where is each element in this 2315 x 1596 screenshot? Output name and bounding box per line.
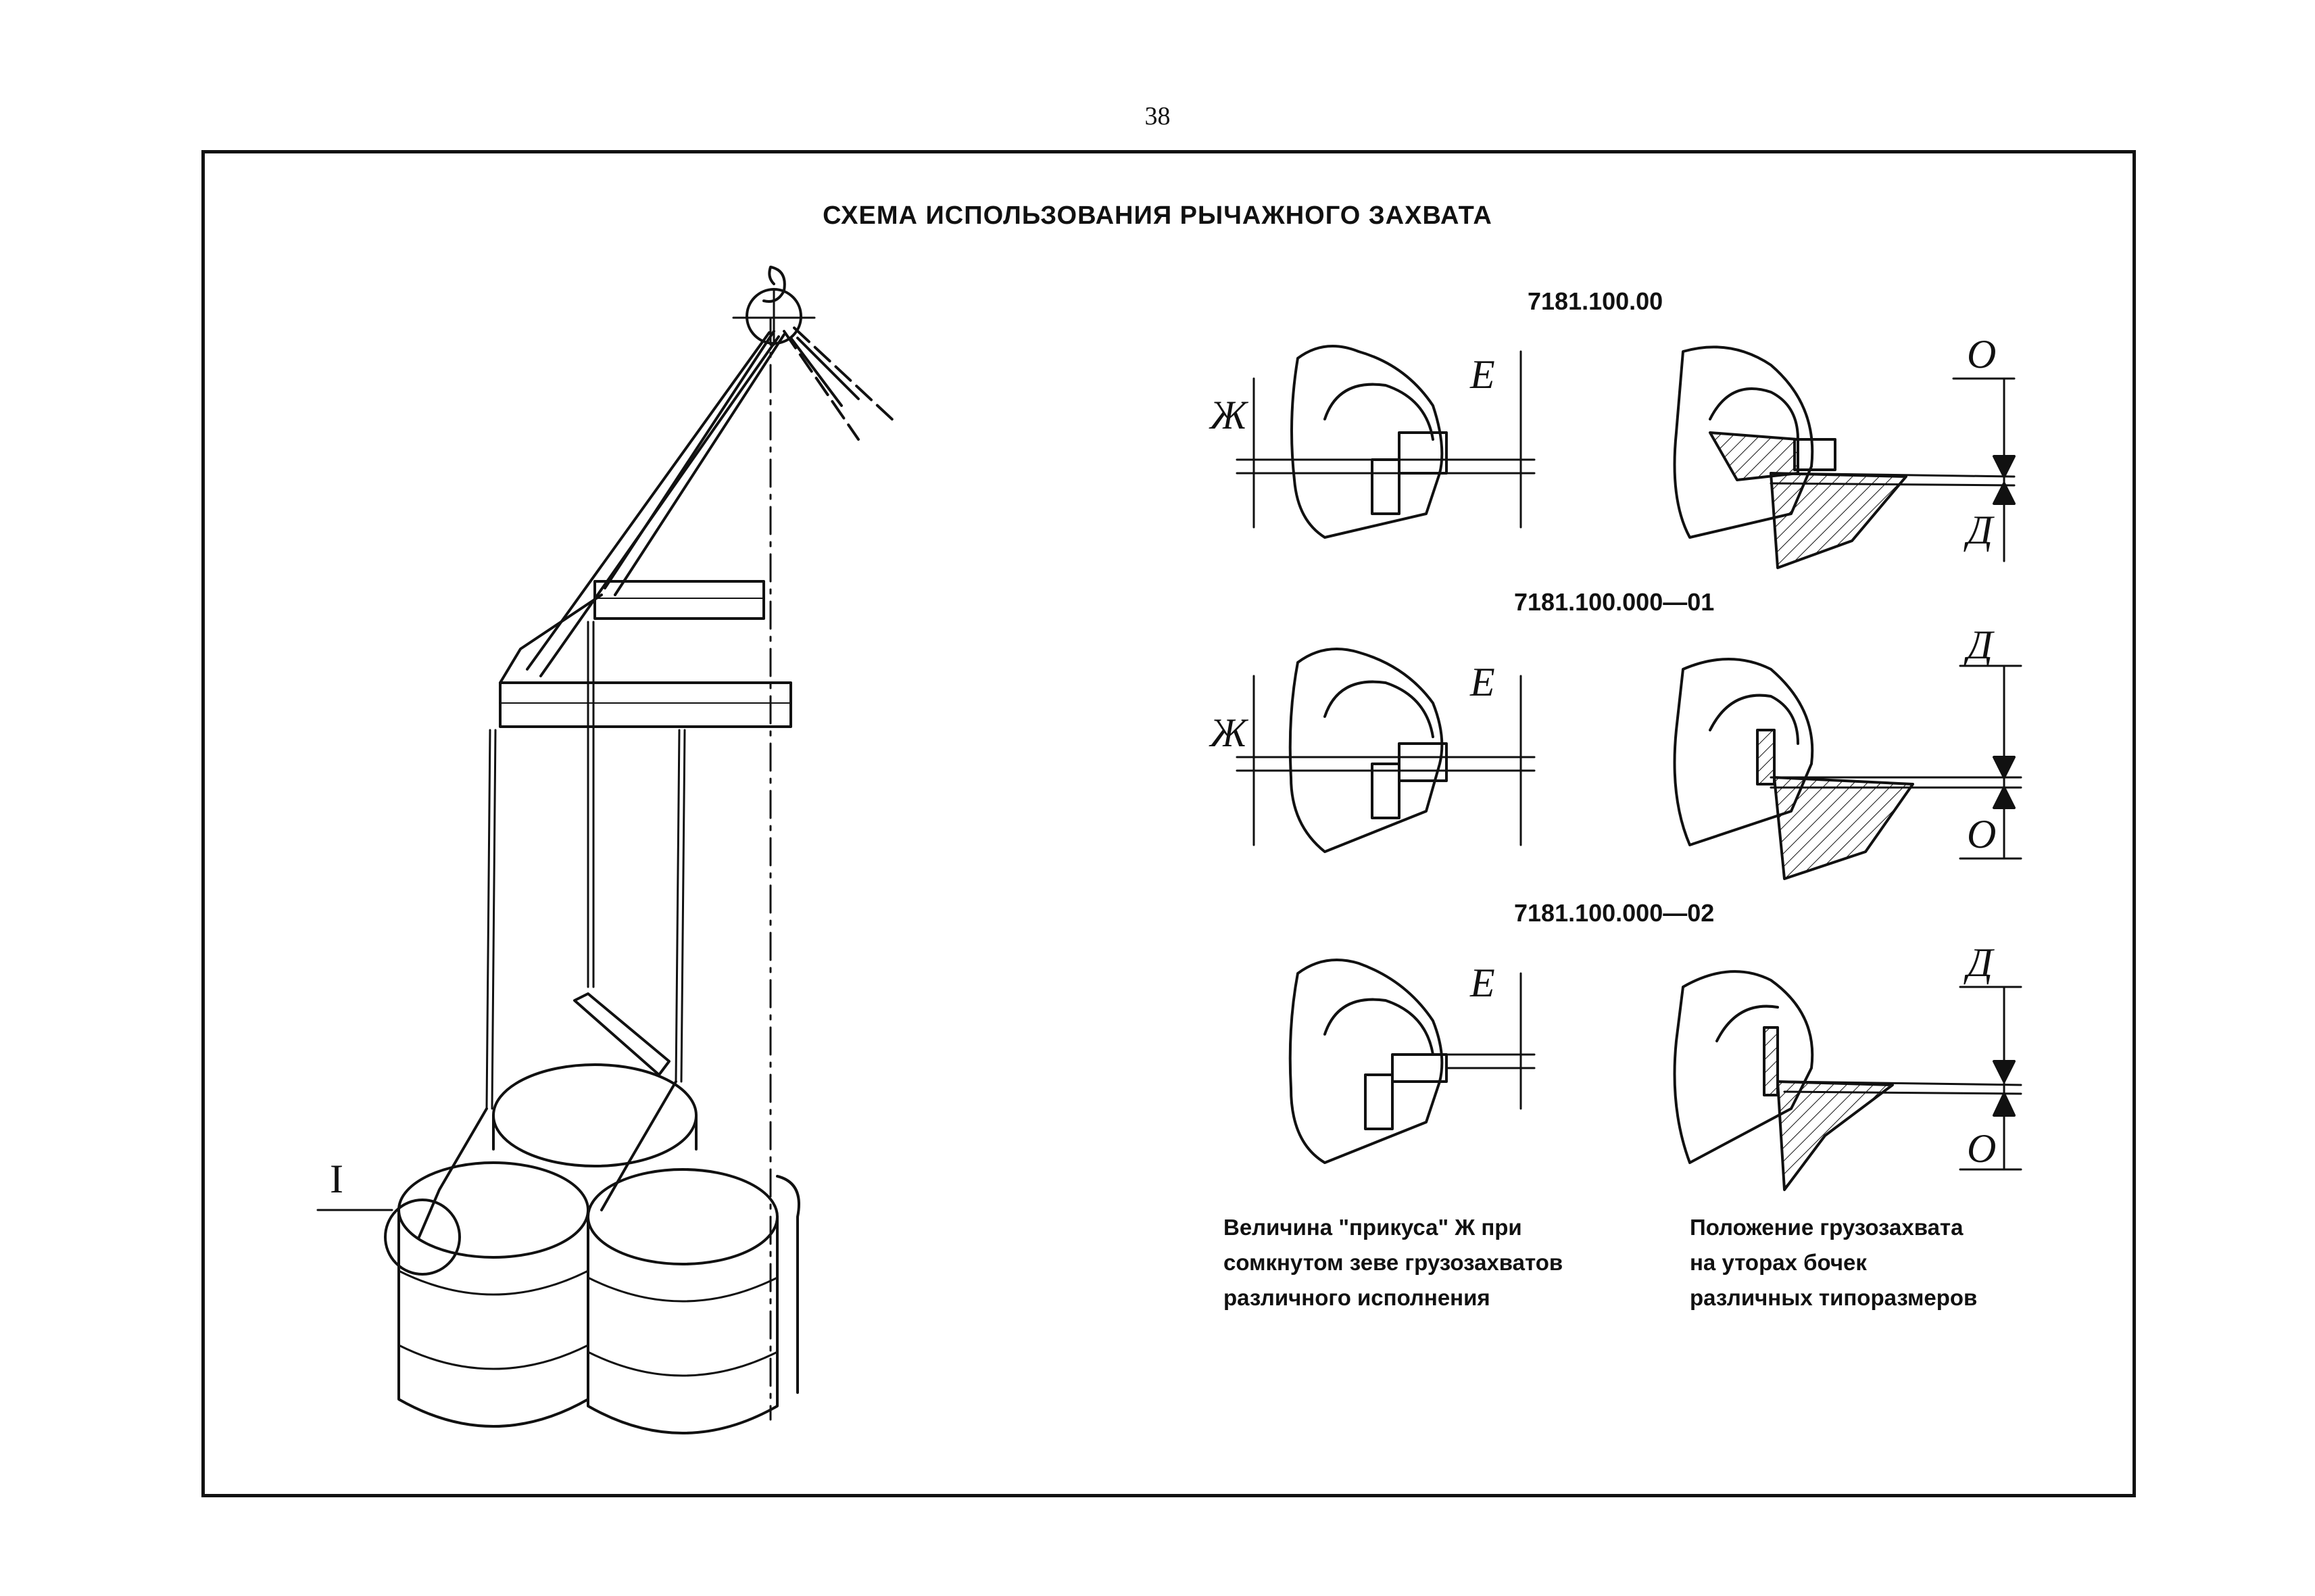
barrel-rim-position-detail-3 — [1673, 970, 2022, 1191]
caption-grab-position: Положение грузозахвата на уторах бочек р… — [1690, 1215, 1978, 1310]
detail-row-1 — [1236, 345, 2016, 569]
dim-o-1: О — [1967, 332, 1997, 377]
variant-label-3: 7181.100.000—02 — [1514, 899, 1715, 927]
dim-e-3: Е — [1470, 961, 1495, 1005]
dim-e-1: Е — [1470, 352, 1495, 397]
dim-d-1: Д — [1967, 508, 1993, 552]
spreader-beam — [499, 580, 792, 728]
detail-callout — [316, 1199, 461, 1276]
sling-chain — [526, 327, 897, 677]
variant-label-2: 7181.100.000—01 — [1514, 588, 1715, 616]
diagram-title: СХЕМА ИСПОЛЬЗОВАНИЯ РЫЧАЖНОГО ЗАХВАТА — [823, 201, 1492, 230]
lifting-assembly-illustration — [316, 266, 897, 1434]
barrel-rim-position-detail — [1673, 345, 2016, 569]
variant-label-1: 7181.100.00 — [1528, 287, 1663, 315]
dim-o-2: О — [1967, 812, 1997, 856]
caption-bite-size: Величина "прикуса" Ж при сомкнутом зеве … — [1223, 1215, 1563, 1310]
detail-row-2 — [1236, 648, 2022, 880]
lever-grab — [418, 992, 677, 1238]
drawing-frame — [201, 150, 2136, 1497]
dim-e-2: Е — [1470, 660, 1495, 704]
dim-zh-1: Ж — [1210, 393, 1247, 437]
dim-zh-2: Ж — [1210, 710, 1247, 755]
dim-o-3: О — [1967, 1126, 1997, 1171]
page-number: 38 — [1144, 102, 1171, 130]
jaw-closed-detail — [1236, 345, 1536, 539]
jaw-closed-detail-3 — [1288, 959, 1536, 1164]
dim-d-3: Д — [1967, 940, 1993, 985]
view-marker: I — [330, 1157, 343, 1201]
barrels — [397, 1063, 800, 1434]
hanging-chains — [485, 621, 686, 1110]
jaw-closed-detail-2 — [1236, 648, 1536, 853]
barrel-rim-position-detail-2 — [1673, 658, 2022, 880]
detail-row-3 — [1288, 959, 2022, 1191]
dim-d-2: Д — [1967, 623, 1993, 667]
